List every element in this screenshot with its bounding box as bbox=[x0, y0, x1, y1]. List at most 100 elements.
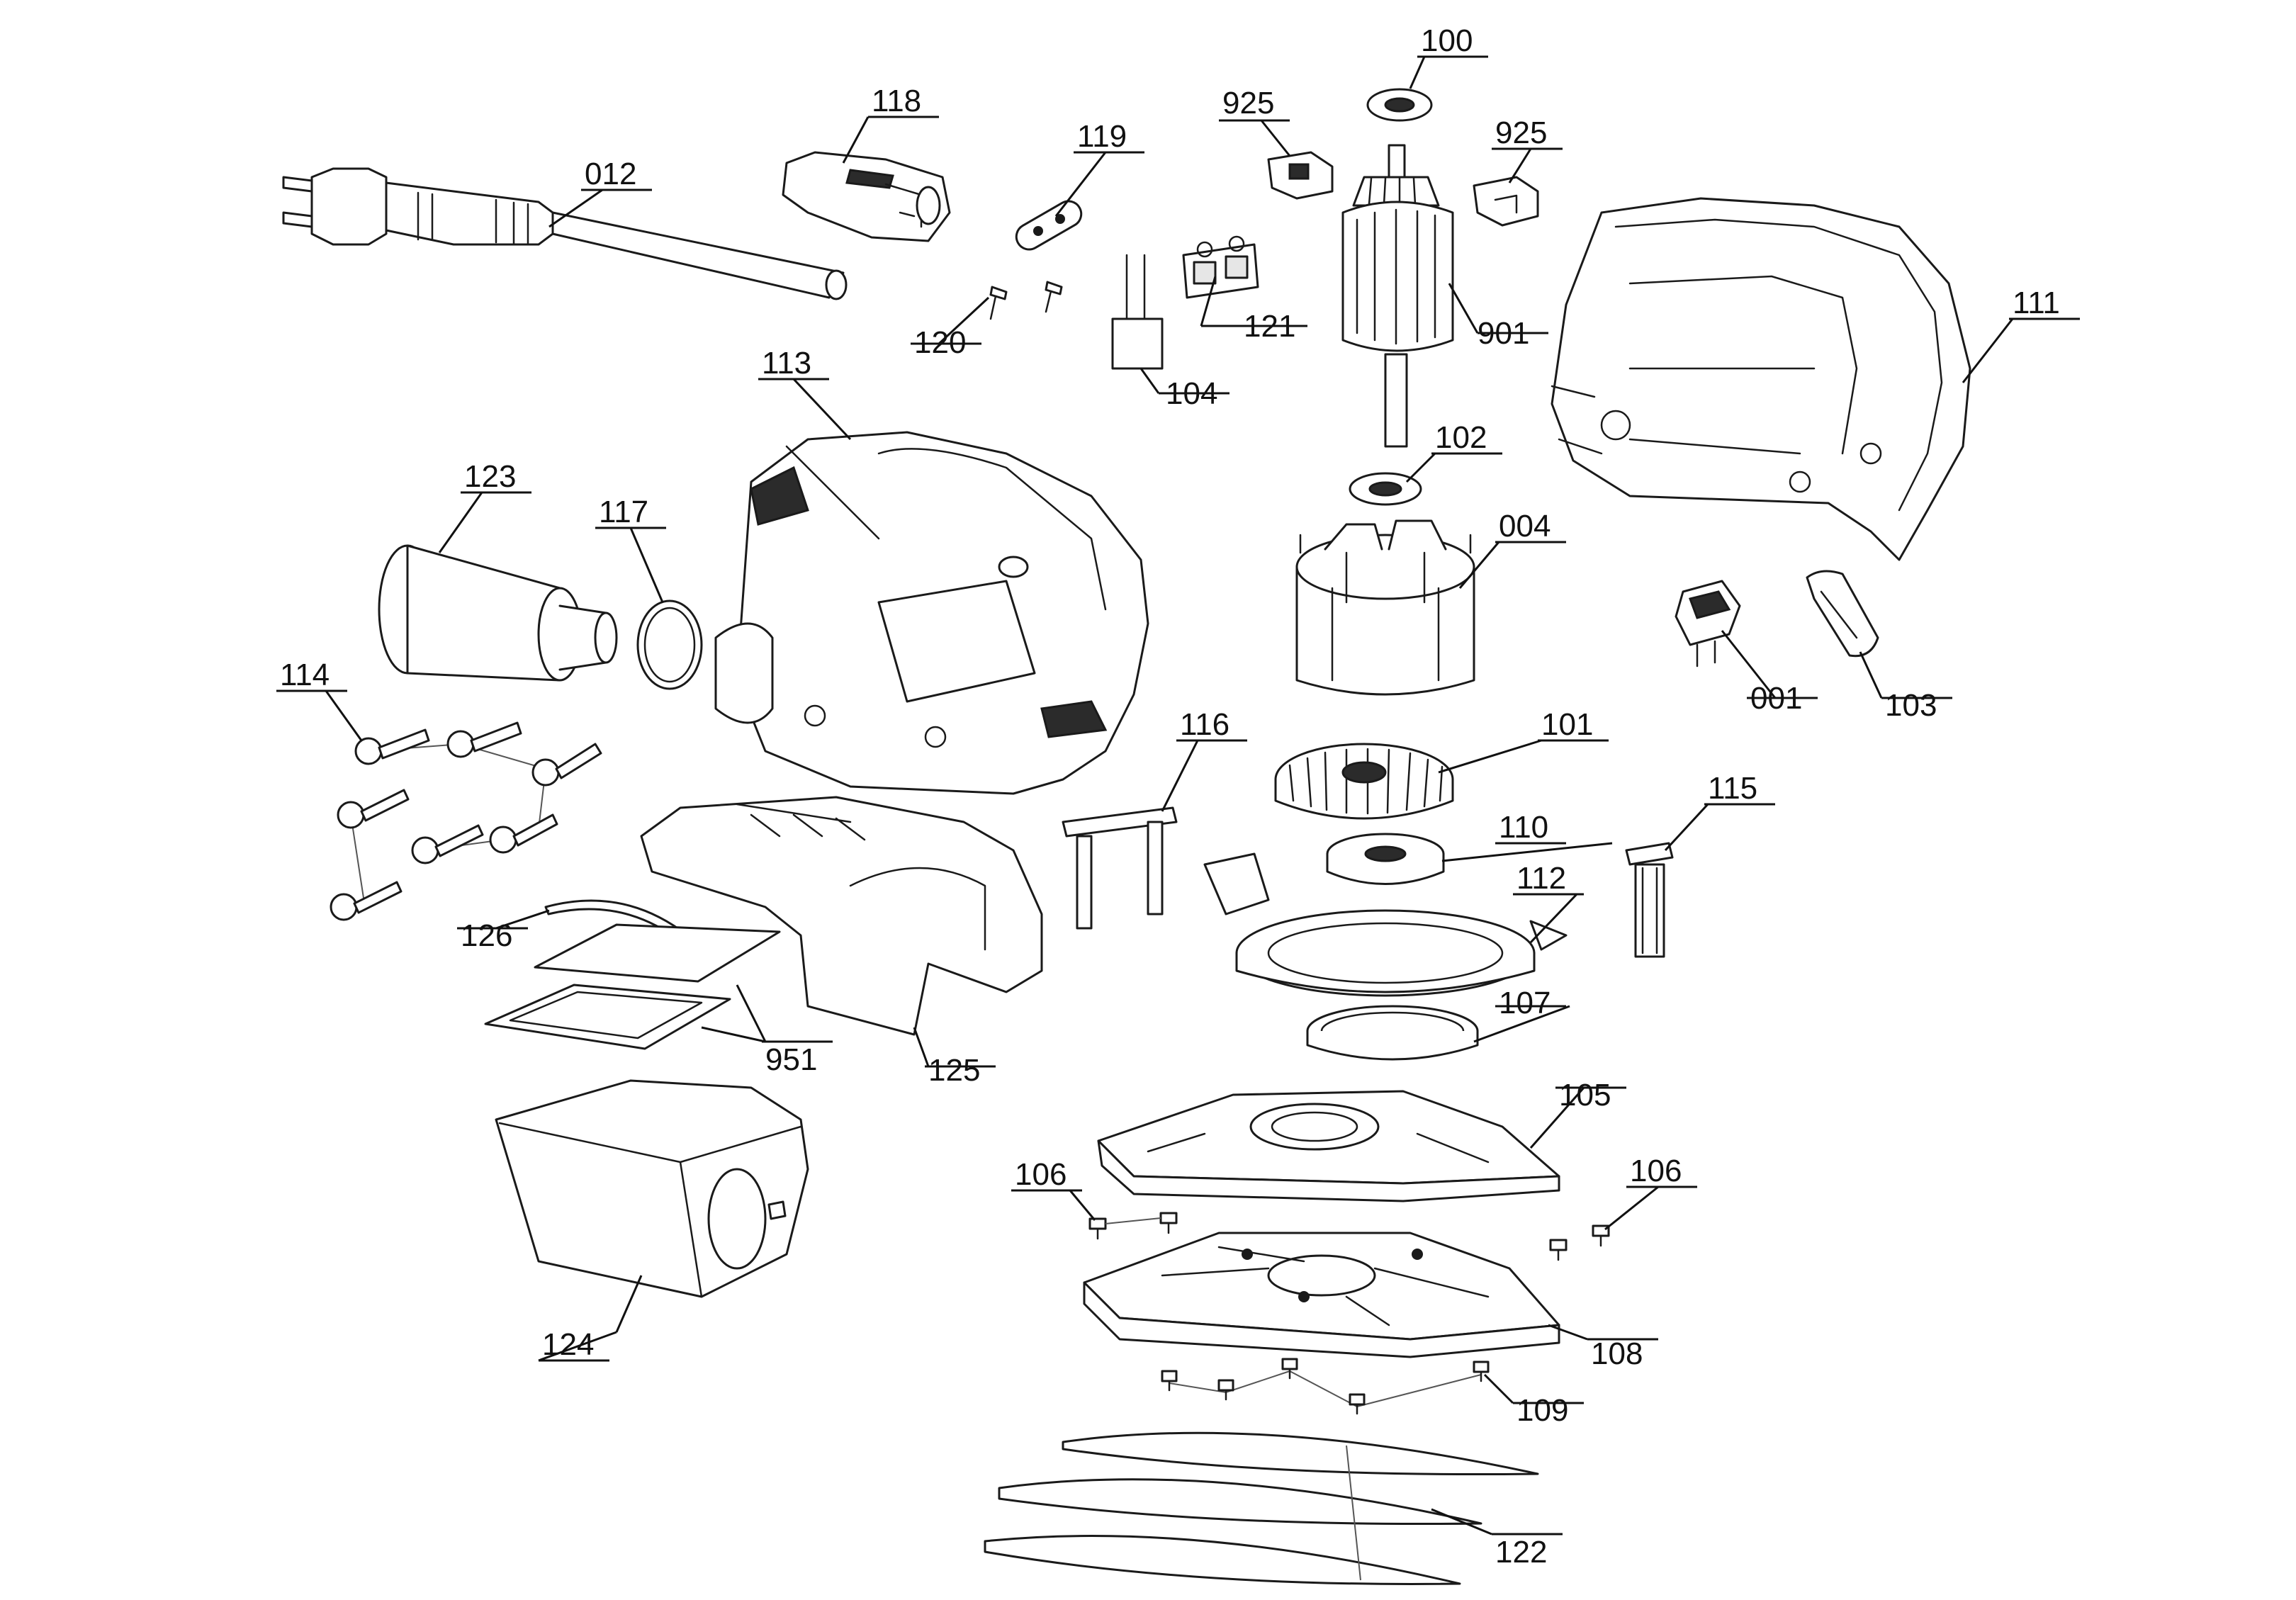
svg-text:117: 117 bbox=[599, 495, 648, 529]
svg-text:108: 108 bbox=[1591, 1336, 1643, 1371]
svg-text:126: 126 bbox=[461, 918, 512, 953]
part-012-power-cord bbox=[282, 167, 848, 300]
callout-925-right: 925 bbox=[1492, 116, 1563, 150]
svg-text:110: 110 bbox=[1499, 810, 1548, 845]
part-109-screws bbox=[1161, 1358, 1490, 1415]
svg-text:102: 102 bbox=[1435, 420, 1487, 455]
callout-001: 001 bbox=[1747, 681, 1818, 716]
callout-103: 103 bbox=[1881, 688, 1952, 723]
callout-118: 118 bbox=[868, 84, 939, 118]
svg-text:118: 118 bbox=[872, 84, 921, 118]
leader-124-join bbox=[538, 1331, 617, 1362]
part-925-brush-holder-right bbox=[1473, 176, 1539, 227]
part-119-cable-clamp bbox=[1015, 200, 1083, 251]
part-004-stator bbox=[1295, 519, 1475, 696]
svg-text:116: 116 bbox=[1180, 707, 1229, 742]
part-110-counterweight bbox=[1326, 833, 1445, 885]
part-123-dust-nozzle bbox=[378, 544, 618, 682]
callout-105: 105 bbox=[1555, 1078, 1626, 1112]
callout-100: 100 bbox=[1417, 23, 1488, 58]
svg-text:100: 100 bbox=[1421, 23, 1473, 58]
part-107-seal-ring bbox=[1306, 1005, 1479, 1061]
svg-text:123: 123 bbox=[464, 459, 516, 494]
svg-text:119: 119 bbox=[1077, 119, 1127, 154]
callout-112: 112 bbox=[1513, 861, 1584, 896]
callout-121: 121 bbox=[1201, 309, 1307, 344]
svg-text:106: 106 bbox=[1630, 1154, 1682, 1188]
part-116-bracket bbox=[1062, 806, 1178, 930]
part-925-brush-holder-left bbox=[1267, 151, 1334, 200]
callout-111: 111 bbox=[2009, 286, 2080, 320]
callout-108: 108 bbox=[1587, 1336, 1658, 1371]
callout-109: 109 bbox=[1513, 1393, 1584, 1428]
svg-text:114: 114 bbox=[280, 658, 330, 692]
part-103-switch-cap bbox=[1806, 570, 1879, 658]
part-106-screws-right bbox=[1549, 1224, 1610, 1261]
callout-125: 125 bbox=[925, 1053, 996, 1088]
callout-901: 901 bbox=[1478, 316, 1548, 351]
part-114-screws bbox=[330, 721, 602, 921]
callout-101: 101 bbox=[1538, 707, 1609, 742]
part-106-screws-left bbox=[1088, 1212, 1178, 1240]
part-115-bracket bbox=[1625, 842, 1674, 958]
svg-text:012: 012 bbox=[585, 157, 636, 191]
callout-114: 114 bbox=[276, 658, 347, 692]
svg-text:004: 004 bbox=[1499, 509, 1551, 543]
svg-text:111: 111 bbox=[2013, 286, 2060, 320]
part-113-motor-housing bbox=[714, 431, 1149, 795]
part-108-sanding-base bbox=[1083, 1232, 1560, 1358]
callout-012: 012 bbox=[581, 157, 652, 191]
callout-126: 126 bbox=[457, 918, 528, 953]
part-102-bearing-bottom bbox=[1349, 472, 1422, 506]
callout-116: 116 bbox=[1176, 707, 1247, 742]
callout-117: 117 bbox=[595, 495, 666, 529]
svg-text:109: 109 bbox=[1516, 1393, 1568, 1428]
part-117-o-ring bbox=[636, 599, 703, 690]
callout-951: 951 bbox=[762, 1040, 833, 1077]
callout-107: 107 bbox=[1495, 986, 1566, 1020]
callout-106-left: 106 bbox=[1011, 1157, 1082, 1192]
svg-text:125: 125 bbox=[928, 1053, 980, 1088]
svg-text:103: 103 bbox=[1885, 688, 1937, 723]
part-121-terminal-block bbox=[1182, 235, 1259, 299]
callout-110: 110 bbox=[1495, 810, 1566, 845]
svg-text:112: 112 bbox=[1516, 861, 1566, 896]
callout-120: 120 bbox=[911, 325, 981, 360]
callout-925-left: 925 bbox=[1219, 86, 1290, 122]
callout-106-right: 106 bbox=[1626, 1154, 1697, 1188]
svg-text:113: 113 bbox=[762, 346, 811, 381]
svg-text:115: 115 bbox=[1708, 771, 1757, 806]
callout-113: 113 bbox=[758, 346, 829, 381]
svg-text:925: 925 bbox=[1495, 116, 1547, 150]
part-101-fan bbox=[1274, 743, 1454, 820]
svg-text:925: 925 bbox=[1222, 86, 1274, 120]
leader-lines bbox=[325, 56, 2014, 1536]
part-118-switch-cover bbox=[782, 151, 951, 242]
part-112-bearing-housing bbox=[1203, 852, 1568, 997]
svg-text:106: 106 bbox=[1015, 1157, 1067, 1192]
part-105-pad-plate bbox=[1097, 1090, 1560, 1202]
part-901-armature bbox=[1341, 144, 1454, 448]
part-001-on-off-switch bbox=[1675, 580, 1741, 667]
callout-102: 102 bbox=[1431, 420, 1502, 455]
svg-text:101: 101 bbox=[1541, 707, 1593, 742]
part-125-dust-cover bbox=[640, 796, 1043, 1036]
part-111-housing-half bbox=[1551, 197, 1971, 561]
part-124-dust-box bbox=[495, 1079, 809, 1298]
callout-122: 122 bbox=[1492, 1533, 1563, 1570]
callout-123: 123 bbox=[461, 459, 531, 494]
part-951-filter-set bbox=[484, 923, 781, 1050]
callout-115: 115 bbox=[1704, 771, 1775, 806]
part-104-capacitor bbox=[1111, 254, 1164, 370]
callout-104: 104 bbox=[1159, 376, 1229, 411]
callout-119: 119 bbox=[1074, 119, 1144, 154]
callout-004: 004 bbox=[1495, 509, 1566, 543]
svg-text:122: 122 bbox=[1495, 1535, 1547, 1570]
svg-text:107: 107 bbox=[1499, 986, 1551, 1020]
part-120-screws bbox=[989, 281, 1063, 320]
part-122-sanding-sheets bbox=[984, 1431, 1539, 1585]
svg-text:105: 105 bbox=[1559, 1078, 1611, 1112]
part-100-bearing-top bbox=[1366, 88, 1433, 122]
svg-text:951: 951 bbox=[765, 1042, 817, 1077]
